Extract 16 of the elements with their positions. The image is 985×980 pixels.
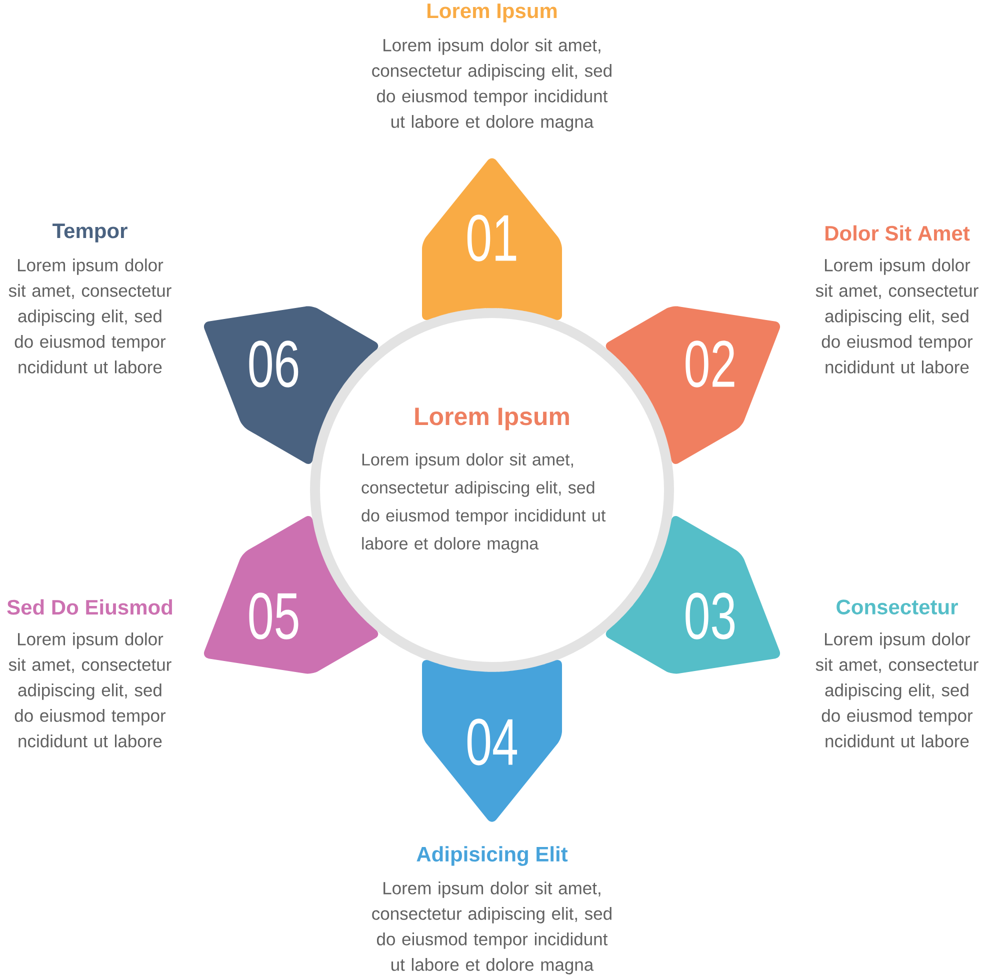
petal-box: 01 [422, 158, 562, 320]
petal-box: 04 [422, 660, 562, 822]
petal-box: 02 [606, 306, 780, 464]
step-description: Lorem ipsum dolor sit amet, consectetur adipiscing elit, sed do eiusmod tempor ncididunt ut labore [816, 258, 978, 374]
step-description: Lorem ipsum dolor sit amet, consectetur adipiscing elit, sed do eiusmod tempor incididunt ut labore et dolore magna [372, 38, 612, 132]
step-description: Lorem ipsum dolor sit amet, consectetur adipiscing elit, sed do eiusmod tempor ncididunt ut labore [816, 632, 978, 748]
step-description: Lorem ipsum dolor sit amet, consectetur adipiscing elit, sed do eiusmod tempor ncididunt ut labore [8, 258, 172, 374]
step-heading: Consectetur [836, 600, 958, 614]
step-description: Lorem ipsum dolor sit amet, consectetur adipiscing elit, sed do eiusmod tempor incididunt ut labore et dolore magna [372, 882, 612, 974]
petal-box: 03 [606, 516, 780, 674]
step-description: Lorem ipsum dolor sit amet, consectetur adipiscing elit, sed do eiusmod tempor ncididunt ut labore [8, 632, 172, 748]
step-heading: Lorem Ipsum [428, 4, 557, 22]
step-heading: Sed Do Eiusmod [7, 599, 172, 615]
step-heading: Adipisicing Elit [416, 846, 568, 866]
step-heading: Tempor [52, 224, 128, 242]
step-heading: Dolor Sit Amet [826, 225, 970, 241]
